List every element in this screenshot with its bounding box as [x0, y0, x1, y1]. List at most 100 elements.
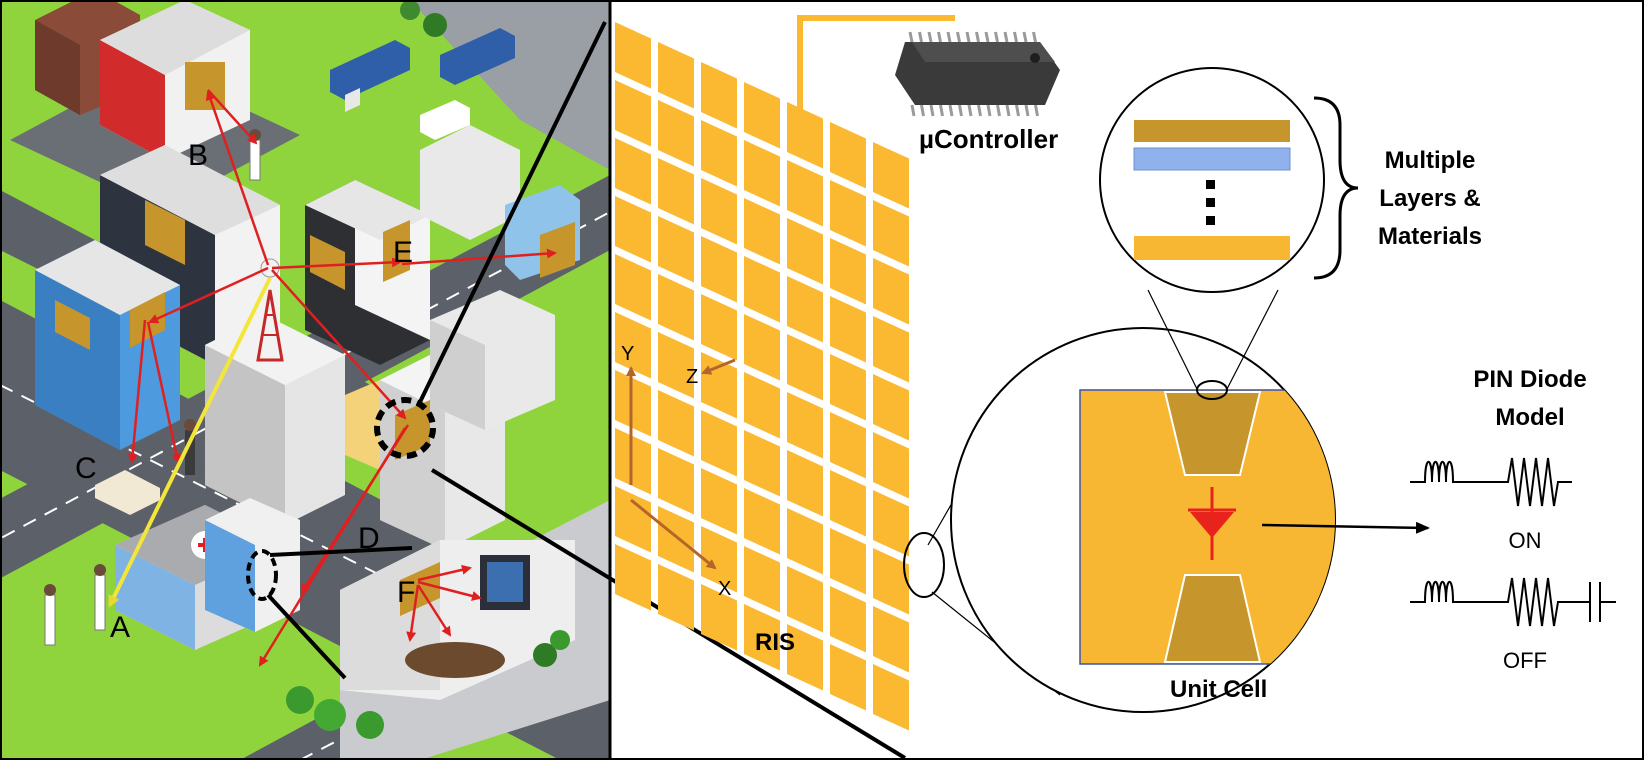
chip-pin [994, 31, 999, 43]
chip-pin [1013, 31, 1018, 43]
ris-tile [744, 604, 780, 671]
ris-tile [658, 390, 694, 457]
chip-pin [1034, 104, 1039, 117]
ris-tile [744, 488, 780, 555]
ris-tile [830, 296, 866, 363]
layers-line-3: Materials [1378, 223, 1482, 250]
axis-y-label: Y [621, 343, 634, 365]
ris-tile [787, 508, 823, 575]
label-a: A [110, 611, 130, 644]
chip-pin [996, 104, 1001, 117]
chip-pin [927, 31, 933, 43]
ris-tile [615, 312, 651, 379]
ris-tile [830, 412, 866, 479]
label-d: D [358, 522, 380, 555]
building-b [100, 0, 250, 160]
ris-tile [830, 180, 866, 247]
label-b: B [188, 139, 208, 172]
diode-model-arrow [1261, 521, 1430, 534]
ris-tile [701, 236, 737, 303]
microcontroller-chip [895, 31, 1060, 117]
selected-tile-ring [903, 532, 945, 598]
ris-tile [615, 22, 651, 89]
building-hospital [115, 498, 300, 650]
chip-pin [937, 31, 942, 43]
ris-tile [615, 544, 651, 611]
pin-line-2: Model [1495, 404, 1564, 431]
ris-tile [744, 256, 780, 323]
label-e: E [393, 236, 413, 269]
ris-tile [787, 276, 823, 343]
layer-dot-2 [1206, 198, 1215, 207]
ris-label: RIS [755, 629, 795, 656]
chip-pin [986, 104, 992, 117]
chip-pin [1003, 31, 1009, 43]
circuit-on [1410, 457, 1572, 507]
chip-pin [929, 104, 935, 117]
ris-tile [658, 158, 694, 225]
label-c: C [75, 452, 97, 485]
ris-tile [787, 160, 823, 227]
ris-tile [701, 584, 737, 651]
ris-tile [787, 334, 823, 401]
ris-tile [873, 258, 909, 325]
chip-pin [1024, 104, 1030, 117]
ris-tile [701, 410, 737, 477]
label-f: F [397, 576, 415, 609]
ris-tile [873, 432, 909, 499]
building-right [420, 125, 580, 430]
connector-d [269, 546, 413, 557]
chip-pin [958, 104, 963, 117]
trees [286, 0, 570, 739]
layer-zoom-line-right [1226, 289, 1279, 390]
axes: Y X Z [621, 343, 736, 600]
layer-dot-3 [1206, 216, 1215, 225]
circuit-off [1410, 577, 1616, 627]
ris-tile [787, 102, 823, 169]
ris-tile [830, 238, 866, 305]
layer-zoom-line-left [1147, 289, 1198, 390]
chip-pin [977, 104, 982, 117]
zoom-line-top [418, 21, 607, 403]
building-tall [205, 315, 345, 525]
ris-tile [787, 566, 823, 633]
ris-tile [615, 370, 651, 437]
layers-label: Multiple Layers & Materials [1378, 147, 1482, 250]
car [95, 470, 160, 515]
state-on-label: ON [1509, 528, 1542, 553]
state-off-label: OFF [1503, 648, 1547, 673]
layer-zoom-ring [1196, 380, 1228, 400]
city-scene: A B C D E F [0, 0, 610, 760]
ris-tile [701, 294, 737, 361]
ris-highlight-ring [374, 397, 436, 459]
pin-diode-title: PIN Diode Model [1473, 366, 1586, 431]
ris-tile [873, 490, 909, 557]
ris-tile [830, 528, 866, 595]
ris-tile [658, 448, 694, 515]
scene-letters: A B C D E F [75, 139, 415, 644]
ris-tile [873, 200, 909, 267]
chip-pin [946, 31, 952, 43]
ris-tile [615, 486, 651, 553]
unit-cell-label: Unit Cell [1170, 676, 1267, 703]
ris-tile [873, 664, 909, 731]
signal-rays [108, 89, 557, 667]
ris-tile [615, 428, 651, 495]
ris-tile [701, 62, 737, 129]
ris-tile [658, 564, 694, 631]
ris-tile [658, 100, 694, 167]
chip-pin [1022, 31, 1028, 43]
ris-tile [744, 372, 780, 439]
ris-tile [701, 178, 737, 245]
chip-pin [965, 31, 971, 43]
chip-pin [1005, 104, 1011, 117]
chip-pin [908, 31, 914, 43]
office-room-f [340, 540, 575, 700]
ris-tile [744, 430, 780, 497]
controller-wire [797, 15, 955, 140]
ris-tile [701, 468, 737, 535]
ris-tile [744, 82, 780, 149]
building-e [305, 180, 430, 365]
ris-tile [658, 506, 694, 573]
